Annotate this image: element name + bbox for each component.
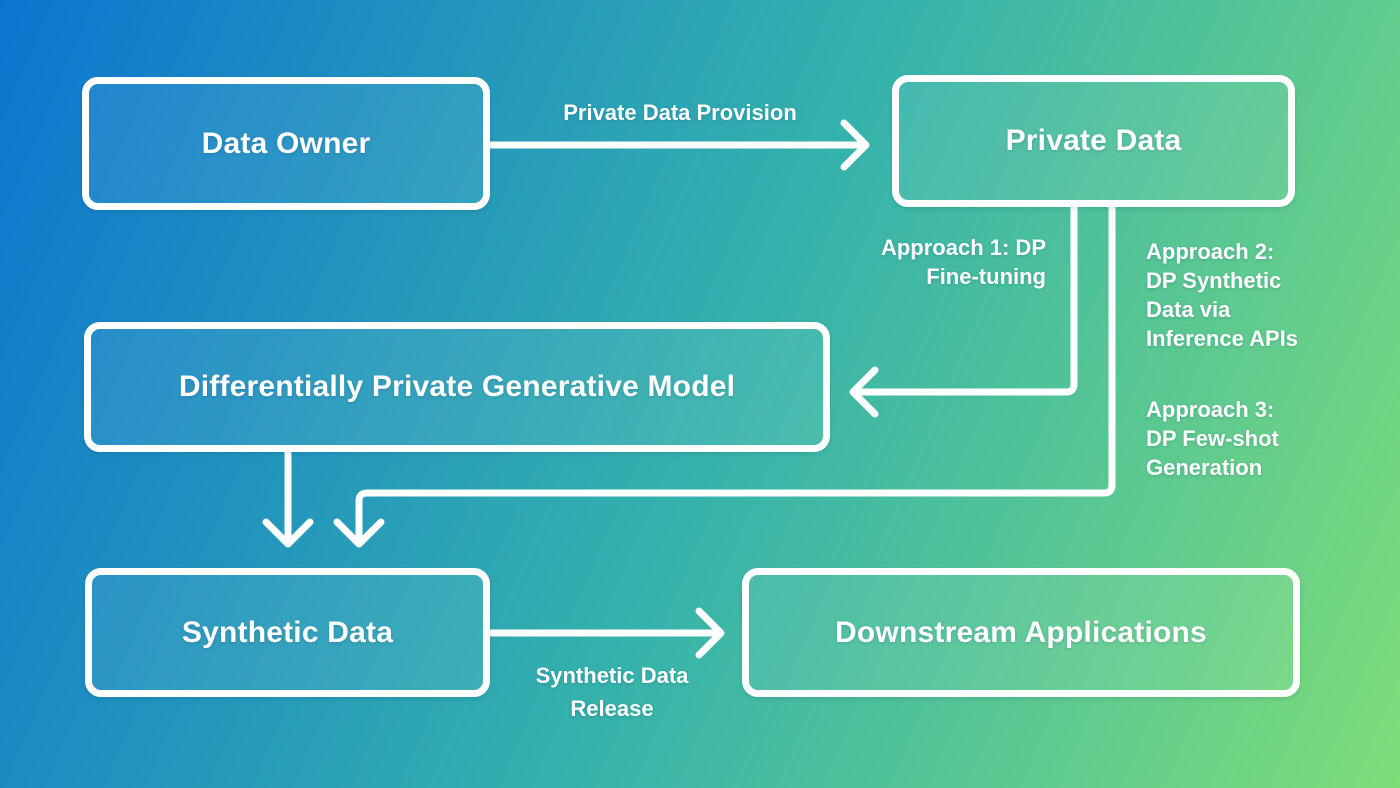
node-label: Private Data xyxy=(1005,124,1182,157)
node-label: Differentially Private Generative Model xyxy=(178,370,736,403)
edge-label-private-data-provision: Private Data Provision xyxy=(563,100,797,125)
edge-label-approach-2: Approach 2: DP Synthetic Data via Infere… xyxy=(1146,239,1299,351)
arrow-head-down-icon xyxy=(262,518,314,548)
edge-synthetic-data-release xyxy=(486,607,725,659)
edge-label-approach-1: Approach 1: DP Fine-tuning xyxy=(880,235,1046,289)
edge-label-approach-3: Approach 3: DP Few-shot Generation xyxy=(1146,397,1279,480)
node-label: Data Owner xyxy=(201,126,371,160)
node-downstream-applications: Downstream Applications xyxy=(742,568,1300,697)
edge-label-synthetic-data-release: Synthetic Data Release xyxy=(535,663,689,721)
arrow-head-left-icon xyxy=(849,366,879,418)
node-private-data: Private Data xyxy=(892,75,1295,207)
edge-model-to-synthetic xyxy=(262,446,314,548)
node-label: Downstream Applications xyxy=(835,615,1207,649)
node-data-owner: Data Owner xyxy=(82,77,490,210)
edge-private-data-provision xyxy=(486,119,870,171)
node-label: Synthetic Data xyxy=(181,615,394,649)
node-synthetic-data: Synthetic Data xyxy=(85,568,490,697)
arrow-head-right-icon xyxy=(695,607,725,659)
node-differentially-private-generative-model: Differentially Private Generative Model xyxy=(84,322,830,452)
arrow-head-right-icon xyxy=(840,119,870,171)
arrow-head-down-icon xyxy=(333,518,385,548)
